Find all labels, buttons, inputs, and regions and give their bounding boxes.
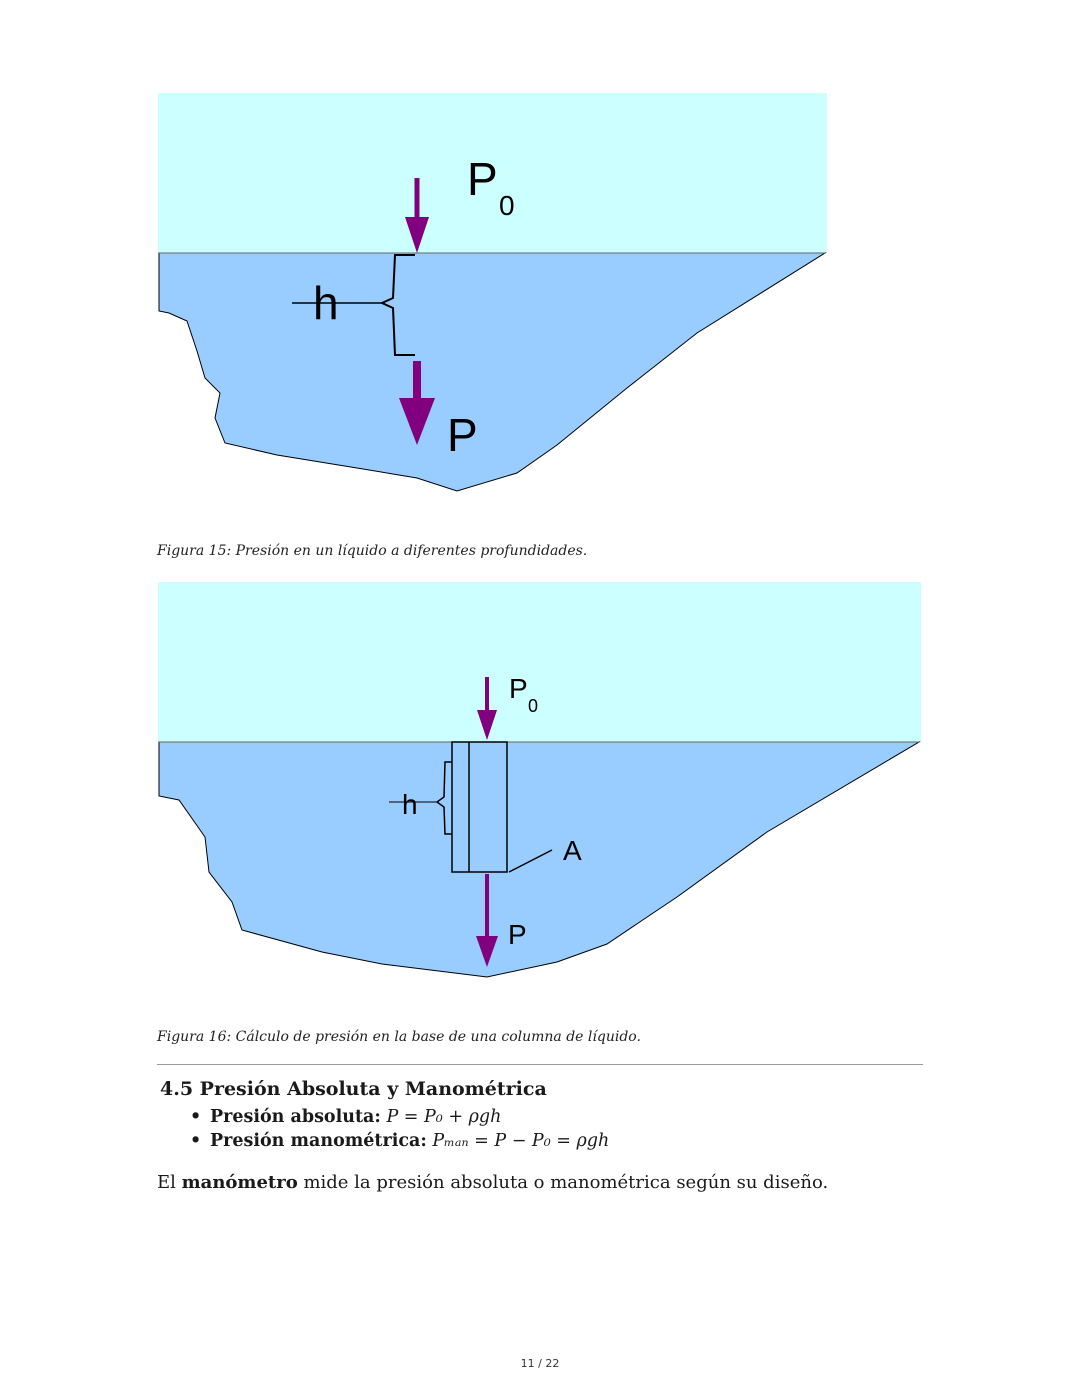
formula: P = P₀ + ρgh xyxy=(386,1107,502,1127)
label-p0-sub: 0 xyxy=(528,696,538,716)
list-item: • Presión absoluta: P = P₀ + ρgh xyxy=(190,1105,609,1129)
label-p0: P xyxy=(467,153,498,205)
bullet-dot: • xyxy=(190,1131,202,1151)
liquid-region xyxy=(158,252,827,492)
label-h: h xyxy=(402,789,418,820)
formula: Pₘₐₙ = P − P₀ = ρgh xyxy=(432,1131,610,1151)
label-a: A xyxy=(563,835,582,866)
formula-label: Presión absoluta: xyxy=(210,1107,381,1127)
p-arrow-head xyxy=(476,936,498,967)
label-p0: P xyxy=(509,673,528,704)
figure-15-diagram: P 0 h P xyxy=(158,93,827,492)
body-paragraph: El manómetro mide la presión absoluta o … xyxy=(157,1172,828,1193)
paragraph-bold-term: manómetro xyxy=(181,1172,298,1193)
figure-16-diagram: P 0 h A P xyxy=(158,582,921,978)
liquid-column xyxy=(451,741,508,873)
area-leader xyxy=(508,849,553,873)
label-p0-sub: 0 xyxy=(499,190,515,221)
air-region xyxy=(158,582,921,742)
formula-label: Presión manométrica: xyxy=(210,1131,427,1151)
air-region xyxy=(158,93,827,253)
label-h: h xyxy=(313,277,339,329)
figure-15-caption: Figura 15: Presión en un líquido a difer… xyxy=(157,543,588,559)
p0-arrow-head xyxy=(405,217,429,253)
p-arrow-head xyxy=(399,398,435,445)
formula-list: • Presión absoluta: P = P₀ + ρgh • Presi… xyxy=(190,1105,609,1153)
section-title: 4.5 Presión Absoluta y Manométrica xyxy=(160,1078,547,1100)
paragraph-text: El xyxy=(157,1172,182,1193)
list-item: • Presión manométrica: Pₘₐₙ = P − P₀ = ρ… xyxy=(190,1129,609,1153)
page-number: 11 / 22 xyxy=(520,1357,560,1370)
section-divider xyxy=(157,1064,923,1065)
paragraph-text: mide la presión absoluta o manométrica s… xyxy=(297,1172,829,1193)
label-p: P xyxy=(508,919,527,950)
liquid-region xyxy=(158,741,921,978)
figure-16: P 0 h A P xyxy=(157,582,923,984)
figure-15: P 0 h P xyxy=(157,93,829,498)
figure-16-caption: Figura 16: Cálculo de presión en la base… xyxy=(157,1029,641,1045)
bullet-dot: • xyxy=(190,1107,202,1127)
p0-arrow-head xyxy=(477,710,497,740)
label-p: P xyxy=(447,409,478,461)
